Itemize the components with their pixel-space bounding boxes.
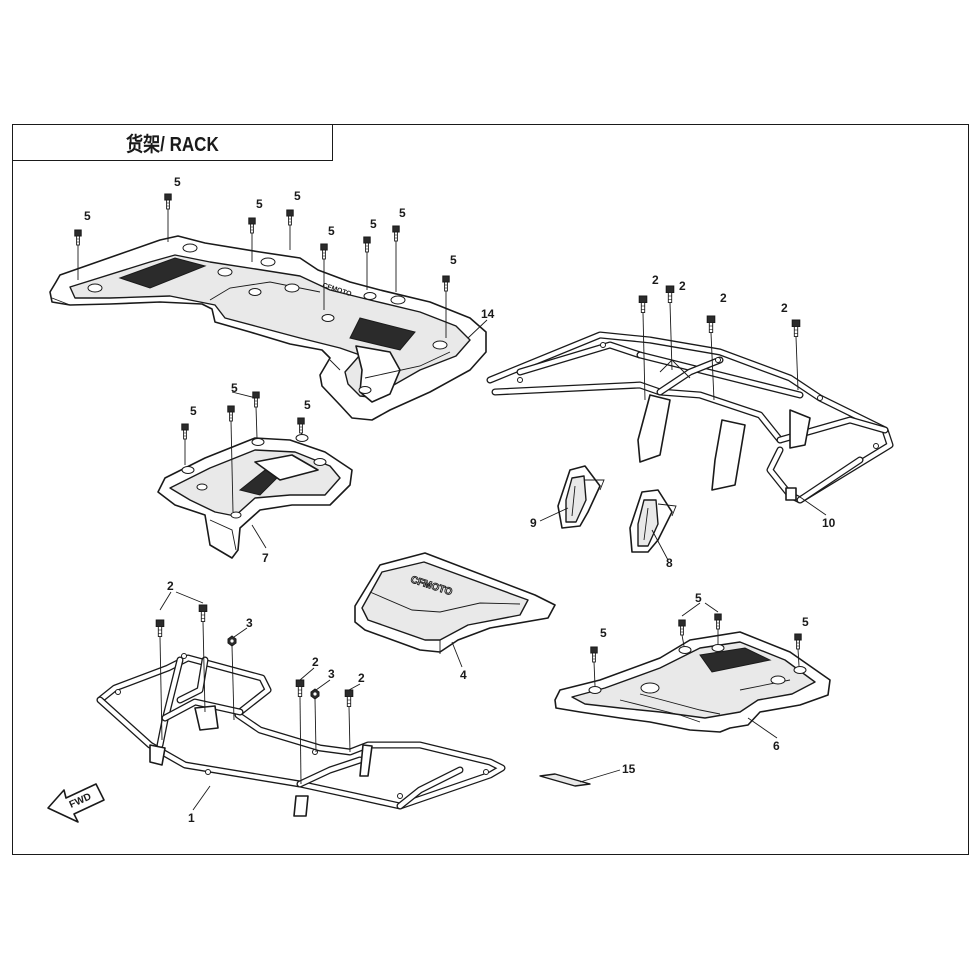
callout-2: 2 (358, 671, 365, 685)
middle-cover-part (157, 434, 353, 559)
page-title: 货架/ RACK (125, 133, 219, 156)
sticker-part (539, 773, 591, 787)
callout-5: 5 (174, 175, 181, 189)
rear-cover-part (554, 631, 831, 733)
rear-rack-frame-part (486, 331, 894, 504)
forward-arrow-icon: FWD (47, 783, 105, 823)
callout-5: 5 (190, 404, 197, 418)
callout-5: 5 (695, 591, 702, 605)
pad-cover-part: CFMOTO (354, 552, 556, 654)
bracket-right-part (629, 489, 677, 553)
callout-5: 5 (231, 381, 238, 395)
bolts-front-rack (155, 604, 354, 785)
callout-14: 14 (481, 307, 495, 321)
callout-8: 8 (666, 556, 673, 570)
bolts-rear-rack (638, 285, 801, 401)
callout-3: 3 (246, 616, 253, 630)
callout-7: 7 (262, 551, 269, 565)
callout-5: 5 (84, 209, 91, 223)
callout-1: 1 (188, 811, 195, 825)
callout-5: 5 (600, 626, 607, 640)
callout-10: 10 (822, 516, 836, 530)
callout-6: 6 (773, 739, 780, 753)
callout-5: 5 (304, 398, 311, 412)
drawing-frame (12, 124, 969, 855)
front-rack-frame-part (96, 653, 506, 817)
callout-labels: 5 5 5 5 5 5 5 5 14 2 2 2 2 5 5 5 7 9 8 1… (84, 175, 836, 825)
title-box: 货架/ RACK (12, 124, 333, 161)
callout-4: 4 (460, 668, 467, 682)
callout-2: 2 (167, 579, 174, 593)
bolts-rear-cover (590, 613, 802, 687)
callout-5: 5 (256, 197, 263, 211)
callout-2: 2 (679, 279, 686, 293)
callout-5: 5 (370, 217, 377, 231)
callout-5: 5 (328, 224, 335, 238)
leader-lines (159, 319, 827, 811)
callout-2: 2 (720, 291, 727, 305)
callout-2: 2 (781, 301, 788, 315)
callout-2: 2 (652, 273, 659, 287)
callout-3: 3 (328, 667, 335, 681)
callout-5: 5 (294, 189, 301, 203)
callout-2: 2 (312, 655, 319, 669)
callout-5: 5 (450, 253, 457, 267)
callout-15: 15 (622, 762, 636, 776)
bolts-middle-cover (181, 391, 305, 513)
bolts-front-cover (74, 193, 450, 338)
front-rack-cover-part: CFMOTO (49, 235, 487, 421)
callout-5: 5 (802, 615, 809, 629)
callout-9: 9 (530, 516, 537, 530)
bracket-left-part (557, 465, 605, 529)
callout-5: 5 (399, 206, 406, 220)
